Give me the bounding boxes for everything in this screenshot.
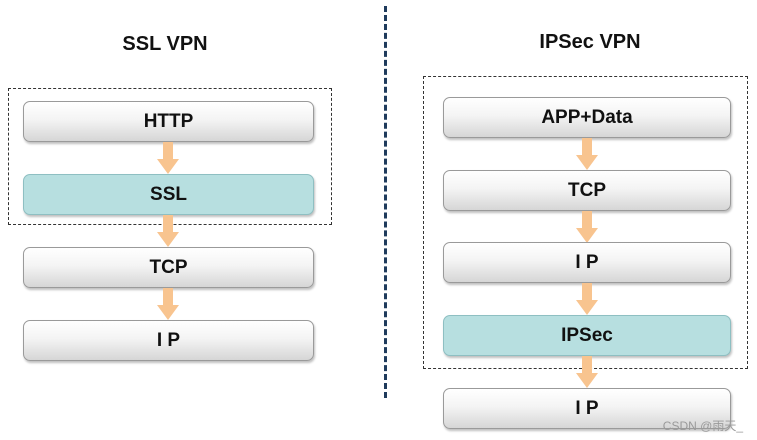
ipsec-vpn-title: IPSec VPN: [539, 31, 641, 53]
ipsec-layer-ip-outer: I P: [443, 388, 731, 429]
watermark-text: CSDN @雨天_: [662, 419, 743, 433]
ipsec-layer-tcp: TCP: [443, 170, 731, 211]
arrow-down-icon: [157, 215, 179, 247]
arrow-down-icon: [576, 356, 598, 388]
ssl-layer-ip: I P: [23, 320, 314, 361]
arrow-down-icon: [157, 142, 179, 174]
arrow-down-icon: [157, 288, 179, 320]
ipsec-layer-app-data: APP+Data: [443, 97, 731, 138]
ssl-layer-ssl: SSL: [23, 174, 314, 215]
arrow-down-icon: [576, 138, 598, 170]
column-divider: [384, 6, 387, 398]
ipsec-layer-ip: I P: [443, 242, 731, 283]
ssl-vpn-title: SSL VPN: [122, 33, 208, 55]
arrow-down-icon: [576, 211, 598, 243]
ssl-layer-http: HTTP: [23, 101, 314, 142]
arrow-down-icon: [576, 283, 598, 315]
ipsec-layer-ipsec: IPSec: [443, 315, 731, 356]
ssl-layer-tcp: TCP: [23, 247, 314, 288]
